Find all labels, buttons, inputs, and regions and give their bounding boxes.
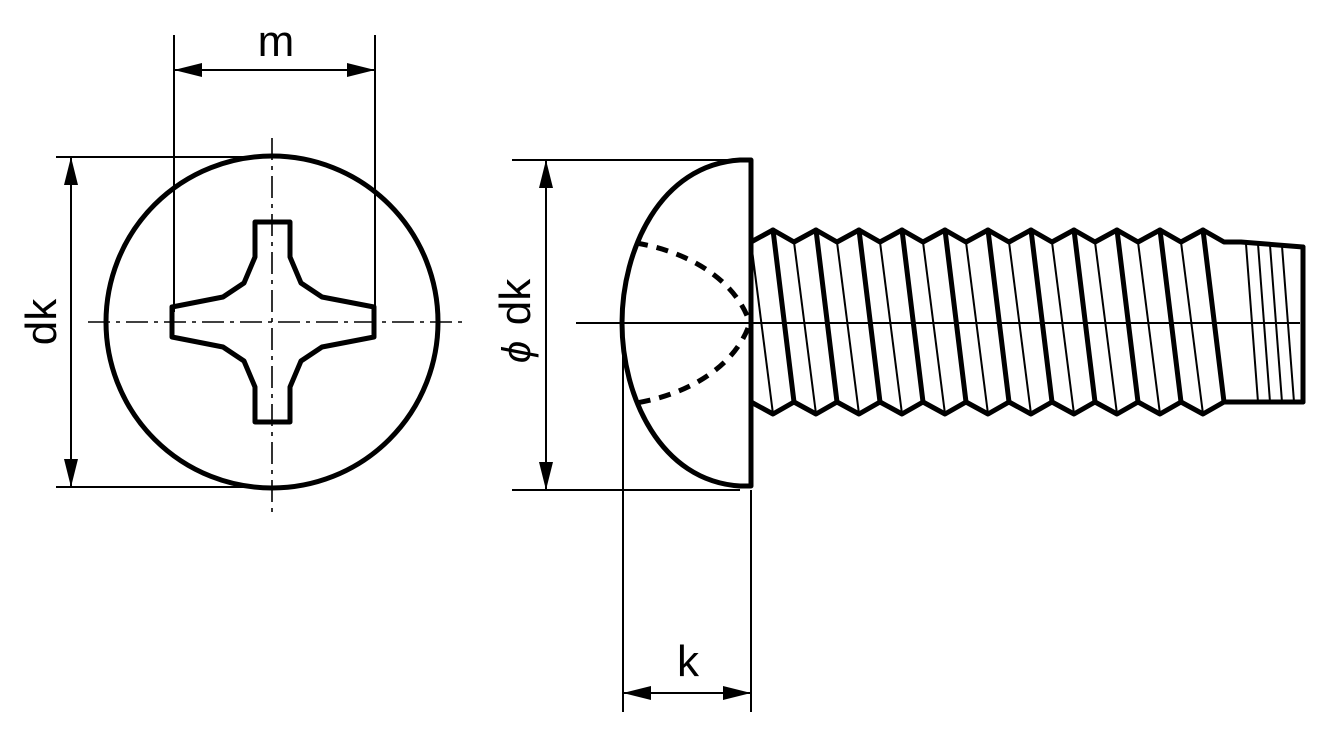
screw-side-view: ϕ dk k bbox=[491, 157, 1306, 712]
thread-crest-line-top bbox=[748, 227, 1306, 250]
k-label: k bbox=[677, 637, 700, 686]
k-arrow-left bbox=[623, 686, 651, 700]
thread-root-lines bbox=[750, 241, 1204, 415]
m-arrow-right bbox=[347, 63, 375, 77]
phidk-arrow-bottom bbox=[539, 462, 553, 490]
m-arrow-left bbox=[174, 63, 202, 77]
phidk-label: dk bbox=[491, 278, 540, 325]
phillips-recess bbox=[169, 219, 377, 425]
phidk-arrow-top bbox=[539, 160, 553, 188]
head-dome-profile bbox=[619, 157, 754, 489]
dk-arrow-bottom bbox=[64, 459, 78, 487]
head-front-view: m dk bbox=[17, 17, 462, 512]
k-arrow-right bbox=[723, 686, 751, 700]
dk-arrow-top bbox=[64, 157, 78, 185]
m-label: m bbox=[258, 17, 295, 66]
recess-hidden-line-lower bbox=[635, 327, 751, 406]
recess-hidden-line-upper bbox=[635, 240, 751, 319]
phi-symbol: ϕ bbox=[495, 341, 539, 363]
thread-crest-line-bottom bbox=[748, 399, 1306, 417]
thread-helix-lines bbox=[770, 227, 1295, 405]
phidk-label-group: ϕ dk bbox=[491, 278, 540, 363]
dk-label: dk bbox=[17, 298, 66, 345]
